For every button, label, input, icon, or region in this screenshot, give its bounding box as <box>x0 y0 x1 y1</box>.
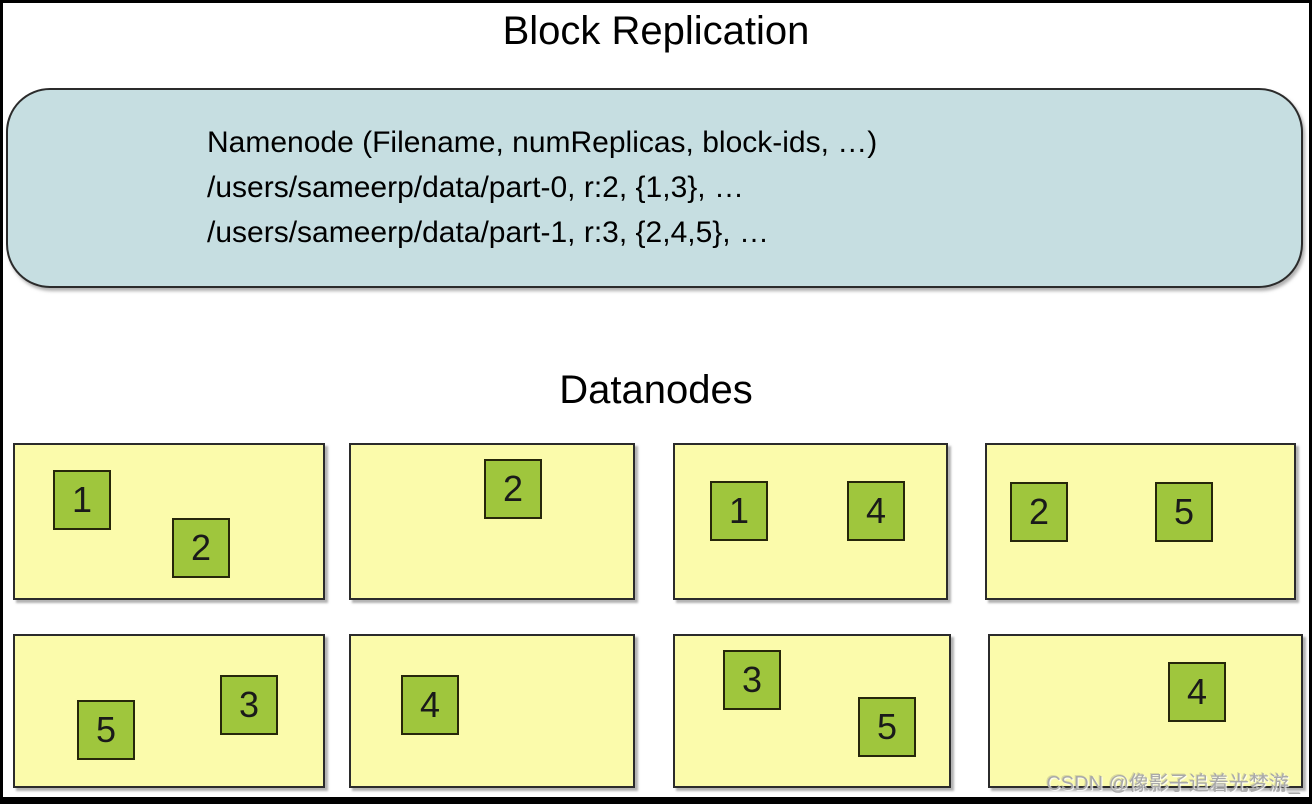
block-replica: 4 <box>847 481 905 541</box>
datanode-box: 4 <box>988 634 1303 788</box>
page-title: Block Replication <box>502 9 810 53</box>
namenode-box: Namenode (Filename, numReplicas, block-i… <box>6 88 1303 288</box>
block-replica: 5 <box>77 700 135 760</box>
block-replica: 2 <box>1010 482 1068 542</box>
block-replica: 2 <box>484 459 542 519</box>
block-replica: 3 <box>723 650 781 710</box>
datanodes-heading: Datanodes <box>559 368 753 412</box>
block-replica: 2 <box>172 518 230 578</box>
namenode-file-entry-part1: /users/sameerp/data/part-1, r:3, {2,4,5}… <box>207 216 769 249</box>
namenode-file-entry-part0: /users/sameerp/data/part-0, r:2, {1,3}, … <box>207 171 744 204</box>
block-replica: 4 <box>1168 662 1226 722</box>
block-replica: 5 <box>1155 482 1213 542</box>
block-replica: 5 <box>858 697 916 757</box>
block-replica: 3 <box>220 675 278 735</box>
namenode-text: Namenode (Filename, numReplicas, block-i… <box>207 120 877 255</box>
namenode-header-line: Namenode (Filename, numReplicas, block-i… <box>207 126 878 159</box>
block-replica: 4 <box>401 675 459 735</box>
datanode-box: 2 <box>349 443 635 600</box>
datanode-box: 4 <box>349 634 635 788</box>
block-replica: 1 <box>710 481 768 541</box>
watermark: CSDN @像影子追着光梦游_ <box>1046 773 1300 795</box>
block-replica: 1 <box>53 470 111 530</box>
